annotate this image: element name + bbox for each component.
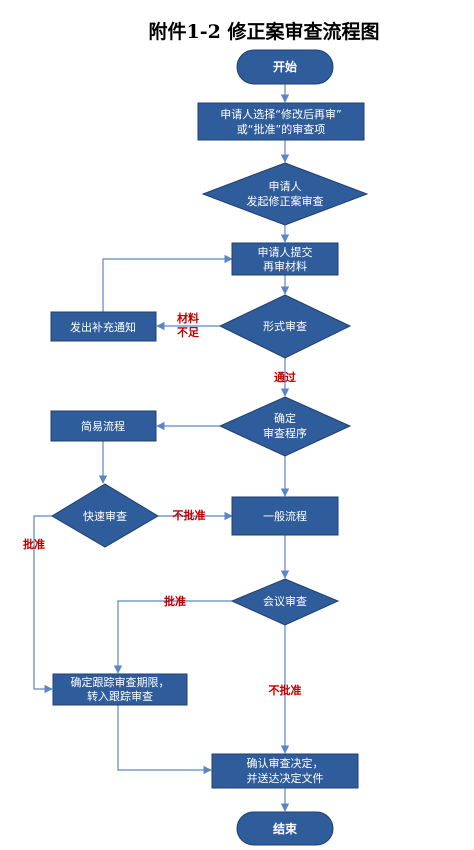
- edges: [33, 84, 290, 812]
- general-label: 一般流程: [263, 509, 307, 523]
- track-box: 确定跟踪审查期限， 转入跟踪审查: [52, 673, 188, 706]
- confirm-label-line2: 并送达决定文件: [247, 771, 324, 785]
- track-label-line2: 转入跟踪审查: [87, 689, 153, 703]
- pass-label: 通过: [274, 370, 296, 384]
- confirm-label-line1: 确认审查决定，: [247, 756, 324, 770]
- select-label-line1: 申请人选择“修改后再审”: [220, 107, 341, 121]
- start-label: 开始: [273, 59, 297, 74]
- fast-label: 快速审查: [83, 509, 127, 523]
- confirm-box: 确认审查决定， 并送达决定文件: [211, 753, 359, 789]
- determine-diamond: 确定 审查程序: [218, 396, 352, 457]
- formal-diamond: 形式审查: [218, 294, 352, 359]
- select-label-line2: 或“批准”的审查项: [237, 122, 325, 136]
- edge-notice-submit: [102, 254, 233, 312]
- select-box: 申请人选择“修改后再审” 或“批准”的审查项: [197, 102, 365, 141]
- simple-label: 简易流程: [81, 419, 125, 433]
- start-node: 开始: [236, 49, 334, 85]
- end-label: 结束: [273, 821, 298, 836]
- simple-box: 简易流程: [50, 410, 157, 442]
- determine-label-line2: 审查程序: [263, 426, 307, 440]
- formal-label: 形式审查: [263, 319, 307, 333]
- edge-fast-track: [33, 515, 53, 694]
- approved-meeting-label: 批准: [164, 594, 186, 608]
- page-title: 附件1-2 修正案审查流程图: [149, 20, 380, 43]
- end-node: 结束: [236, 811, 334, 846]
- insufficient-label-line1: 材料: [177, 311, 199, 325]
- submit-box: 申请人提交 再审材料: [231, 242, 339, 276]
- determine-label-line1: 确定: [274, 411, 296, 425]
- meeting-label: 会议审查: [263, 594, 307, 608]
- general-box: 一般流程: [231, 496, 339, 536]
- not-approved-meeting-label: 不批准: [269, 683, 302, 697]
- fast-diamond: 快速审查: [51, 483, 159, 548]
- submit-label-line1: 申请人提交: [258, 245, 313, 259]
- track-label-line1: 确定跟踪审查期限，: [71, 675, 170, 689]
- notice-box: 发出补充通知: [50, 311, 157, 342]
- initiate-diamond: 申请人 发起修正案审查: [201, 162, 369, 226]
- not-approved-fast-label: 不批准: [173, 508, 206, 522]
- approved-fast-label: 批准: [23, 537, 45, 551]
- insufficient-label-line2: 不足: [177, 326, 200, 339]
- initiate-label-line2: 发起修正案审查: [247, 194, 324, 208]
- edge-track-confirm: [117, 705, 212, 775]
- notice-label: 发出补充通知: [70, 320, 136, 334]
- meeting-diamond: 会议审查: [230, 578, 340, 626]
- submit-label-line2: 再审材料: [263, 259, 307, 273]
- edge-meeting-track: [113, 600, 232, 674]
- initiate-label-line1: 申请人: [269, 180, 302, 193]
